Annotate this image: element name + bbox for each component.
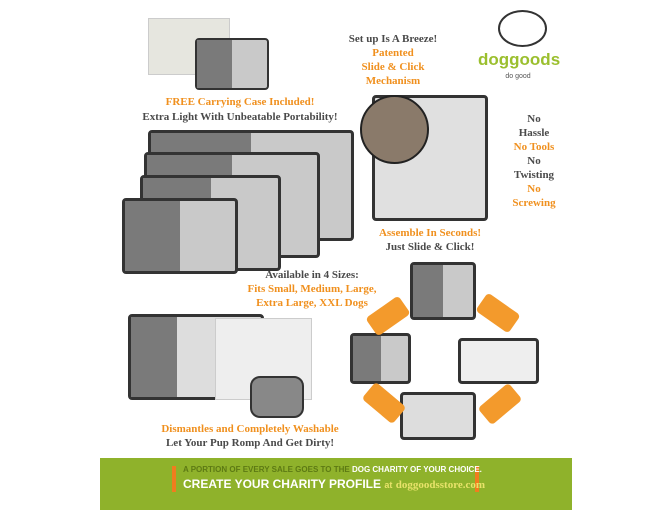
slide-click-text: Slide & Click xyxy=(361,61,425,73)
mechanism-text: Mechanism xyxy=(365,75,421,87)
slide-click-subtext: Just Slide & Click! xyxy=(385,241,475,253)
cycle-step-3 xyxy=(458,338,539,384)
sizes-heading: Available in 4 Sizes: xyxy=(265,269,359,281)
dirty-text: Let Your Pup Romp And Get Dirty! xyxy=(165,437,335,449)
cycle-arrow-icon xyxy=(475,292,521,334)
create-profile-text: CREATE YOUR CHARITY PROFILE xyxy=(183,477,382,491)
store-link[interactable]: doggoodsstore.com xyxy=(395,479,486,491)
rolled-cover xyxy=(250,376,304,418)
mechanism-closeup xyxy=(360,95,429,164)
setup-breeze-text: Set up Is A Breeze! xyxy=(348,33,438,45)
cycle-step-2 xyxy=(350,333,411,384)
cycle-step-1 xyxy=(410,262,476,320)
sizes-line2: Fits Small, Medium, Large, xyxy=(247,283,377,295)
portability-text: Extra Light With Unbeatable Portability! xyxy=(142,111,338,123)
feature-list: No Hassle No Tools No Twisting No Screwi… xyxy=(512,113,556,209)
banner-right-bar xyxy=(475,466,479,492)
carrying-case xyxy=(195,38,269,90)
sizes-line3: Extra Large, XXL Dogs xyxy=(256,297,368,309)
doggoods-logo: doggoods do good xyxy=(478,10,560,88)
patented-text: Patented xyxy=(372,47,414,59)
washable-text: Dismantles and Completely Washable xyxy=(161,423,339,435)
banner-left-bar xyxy=(172,466,176,492)
charity-banner: A PORTION OF EVERY SALE GOES TO THE DOG … xyxy=(100,458,572,510)
banner-line1-a: A PORTION OF EVERY SALE GOES TO THE xyxy=(183,465,350,474)
crate-medium xyxy=(122,198,238,274)
banner-line1-b: DOG CHARITY OF YOUR CHOICE. xyxy=(351,465,482,474)
cycle-step-4 xyxy=(400,392,476,440)
assemble-text: Assemble In Seconds! xyxy=(378,227,482,239)
free-case-text: FREE Carrying Case Included! xyxy=(165,96,315,108)
banner-at: at xyxy=(384,480,393,490)
cycle-arrow-icon xyxy=(477,382,523,426)
